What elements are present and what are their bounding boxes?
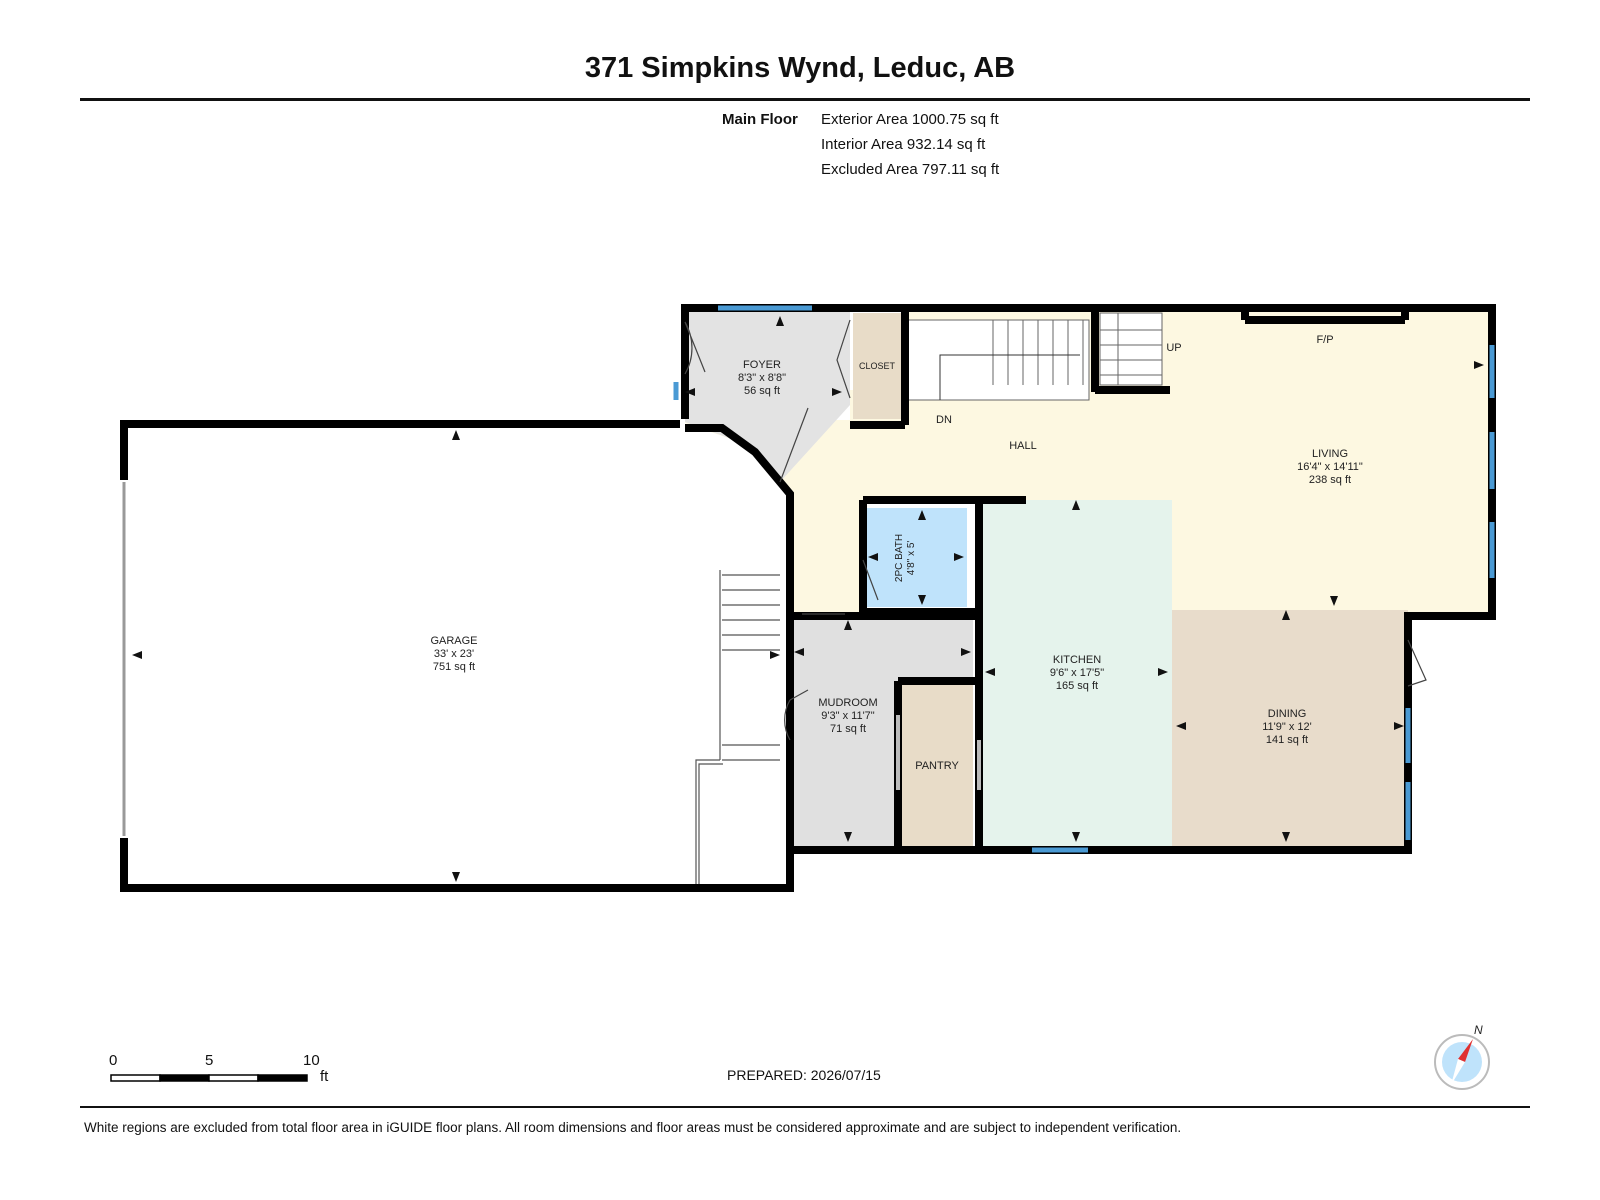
dining-fill	[1172, 610, 1408, 846]
stairs-down-label: DN	[936, 414, 952, 426]
mudroom-area: 71 sq ft	[830, 723, 866, 735]
foyer-area: 56 sq ft	[744, 385, 780, 397]
scale-tick-0: 0	[109, 1052, 118, 1069]
closet-fill	[853, 313, 903, 419]
scale-tick-10: 10	[303, 1052, 320, 1069]
living-area: 238 sq ft	[1309, 474, 1351, 486]
hall-name: HALL	[1009, 440, 1037, 452]
footer-disclaimer: White regions are excluded from total fl…	[84, 1120, 1182, 1135]
bath-name: 2PC BATH	[894, 534, 905, 582]
kitchen-fill	[983, 500, 1172, 846]
dining-area: 141 sq ft	[1266, 734, 1308, 746]
mudroom-name: MUDROOM	[818, 697, 877, 709]
footer-rule	[80, 1106, 1530, 1108]
pantry-name: PANTRY	[915, 760, 959, 772]
living-dims: 16'4" x 14'11"	[1297, 461, 1363, 473]
garage-dims: 33' x 23'	[434, 648, 474, 660]
scale-unit: ft	[320, 1068, 329, 1085]
header-rule	[80, 98, 1530, 101]
exterior-area: Exterior Area 1000.75 sq ft	[821, 111, 999, 128]
page-title: 371 Simpkins Wynd, Leduc, AB	[584, 52, 1016, 84]
garage-door	[120, 480, 128, 838]
closet-name: CLOSET	[859, 361, 896, 371]
garage-area: 751 sq ft	[433, 661, 475, 673]
north-compass-icon: N	[1434, 1023, 1490, 1090]
foyer-name: FOYER	[743, 359, 781, 371]
mudroom-mask	[790, 685, 894, 846]
pantry-fill	[902, 685, 973, 846]
scale-bar	[110, 1074, 308, 1082]
bath-fill	[867, 508, 967, 607]
kitchen-area: 165 sq ft	[1056, 680, 1098, 692]
kitchen-dims: 9'6" x 17'5"	[1050, 667, 1104, 679]
windows	[673, 305, 1495, 853]
garage-name: GARAGE	[430, 635, 477, 647]
floor-label: Main Floor	[722, 111, 798, 128]
interior-area: Interior Area 932.14 sq ft	[821, 136, 986, 153]
fireplace-label: F/P	[1316, 334, 1333, 346]
dining-name: DINING	[1268, 708, 1307, 720]
stairs	[905, 312, 1163, 401]
doors	[684, 319, 1427, 790]
living-name: LIVING	[1312, 448, 1348, 460]
living-fill	[1172, 310, 1488, 612]
garage-stairs	[695, 570, 780, 884]
prepared-date: PREPARED: 2026/07/15	[727, 1067, 881, 1083]
foyer-dims: 8'3" x 8'8"	[738, 372, 786, 384]
foyer-fill	[685, 310, 850, 482]
bath-dims: 4'8" x 5'	[906, 541, 917, 576]
excluded-area: Excluded Area 797.11 sq ft	[821, 161, 1000, 178]
north-label: N	[1474, 1023, 1483, 1037]
kitchen-name: KITCHEN	[1053, 654, 1101, 666]
dining-dims: 11'9" x 12'	[1262, 721, 1312, 733]
scale-tick-5: 5	[205, 1052, 214, 1069]
stairs-up-label: UP	[1166, 342, 1181, 354]
mudroom-dims: 9'3" x 11'7"	[821, 710, 874, 722]
dimension-arrows	[132, 316, 1484, 882]
